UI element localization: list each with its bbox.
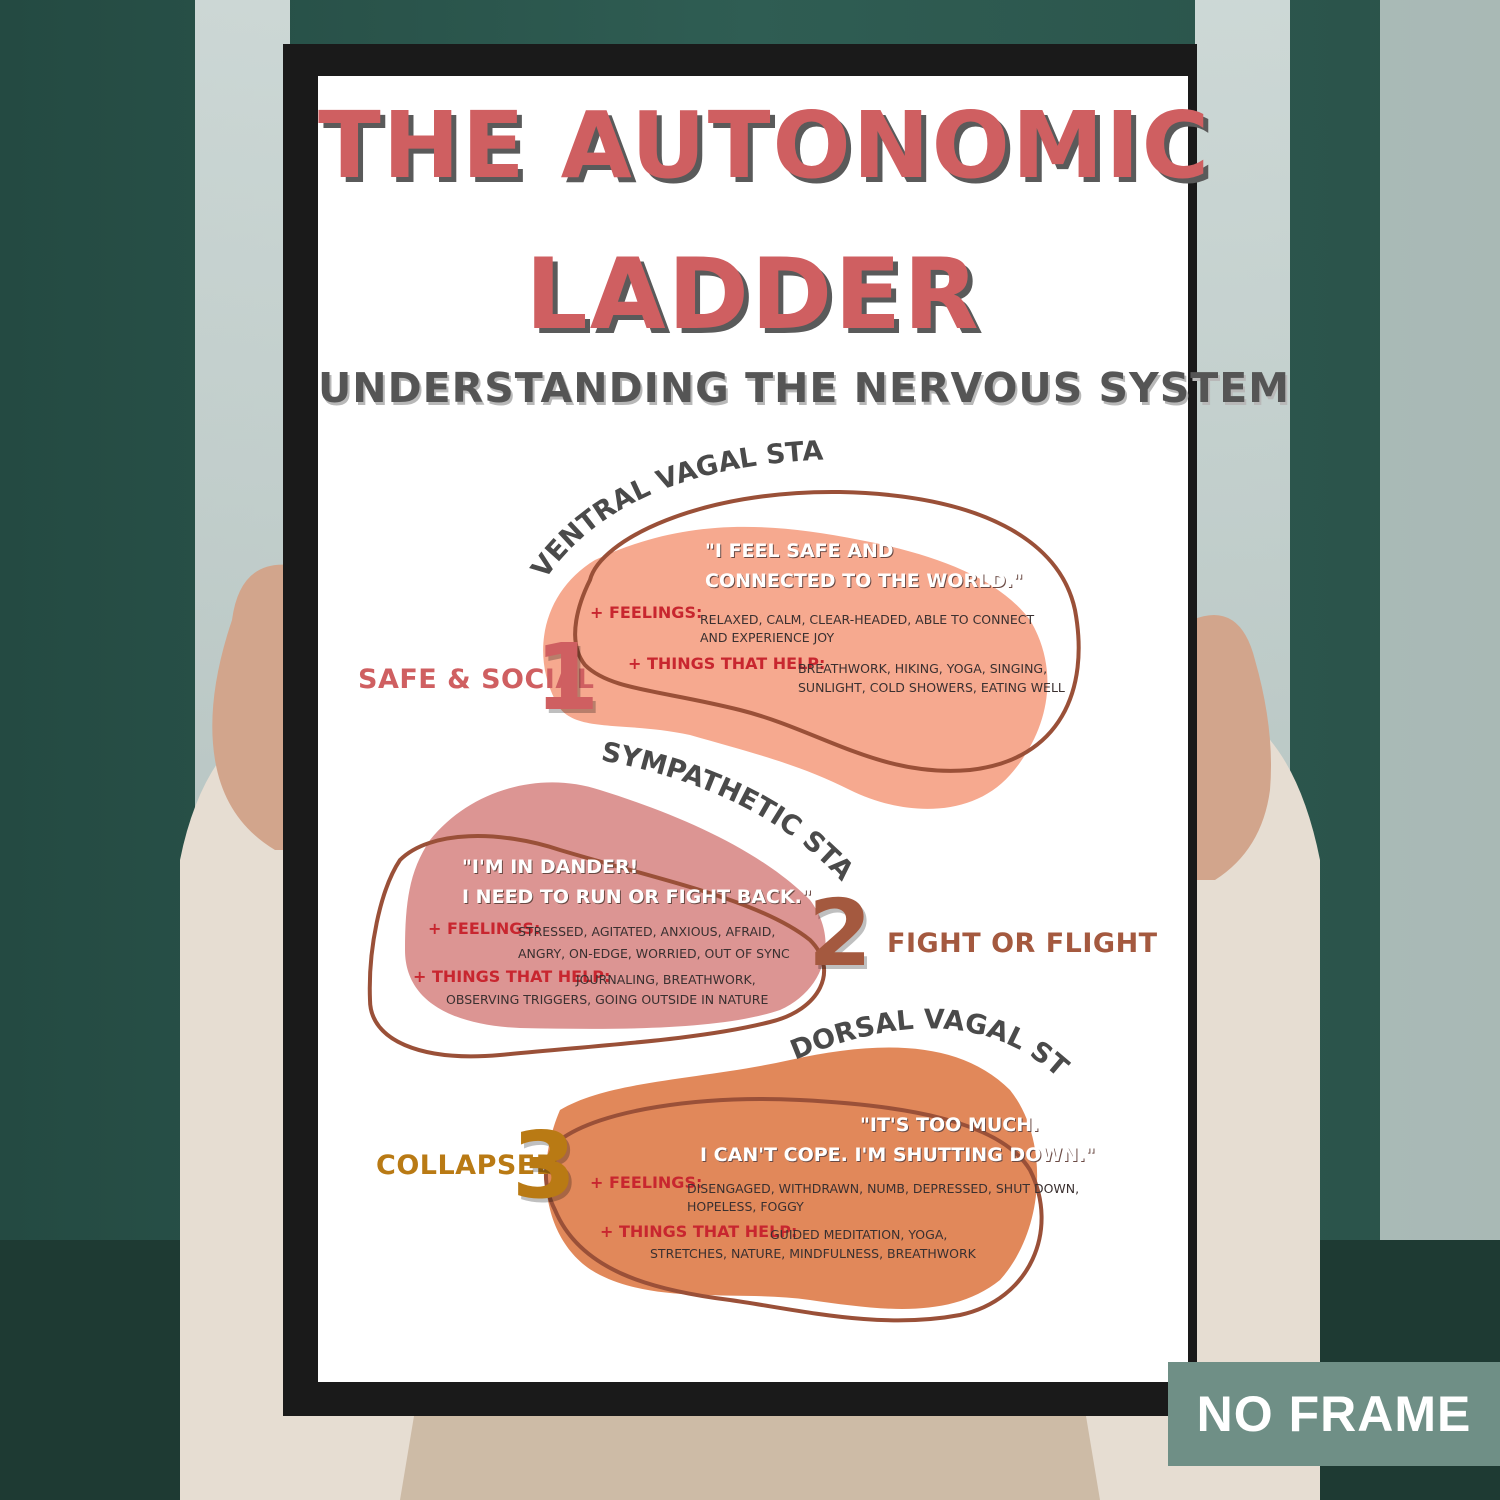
number-3: 3 (512, 1112, 577, 1219)
poster-subtitle: UNDERSTANDING THE NERVOUS SYSTEM (318, 364, 1291, 412)
dorsal-quote-line2: I CAN'T COPE. I'M SHUTTING DOWN." (700, 1144, 1096, 1166)
dorsal-help-line2: STRETCHES, NATURE, MINDFULNESS, BREATHWO… (650, 1246, 976, 1261)
left-hand (212, 564, 292, 850)
safe-social-label: SAFE & SOCIAL (358, 664, 595, 695)
far-right-light (1380, 0, 1500, 1360)
ventral-feelings-line1: RELAXED, CALM, CLEAR-HEADED, ABLE TO CON… (700, 612, 1035, 627)
sympathetic-outline (367, 834, 827, 1059)
ventral-help-label: + THINGS THAT HELP: (628, 654, 826, 673)
ventral-feelings-line2: AND EXPERIENCE JOY (700, 630, 835, 645)
no-frame-text: NO FRAME (1196, 1386, 1472, 1442)
sympathetic-help-line1: JOURNALING, BREATHWORK, (576, 972, 756, 987)
fight-flight-label: FIGHT OR FLIGHT (887, 928, 1158, 959)
ventral-quote-line1: "I FEEL SAFE AND (705, 540, 894, 562)
number-2: 2 (808, 880, 873, 987)
ventral-blob (543, 526, 1048, 809)
dorsal-help-line1: GUIDED MEDITATION, YOGA, (770, 1227, 948, 1242)
sympathetic-feelings-line2: ANGRY, ON-EDGE, WORRIED, OUT OF SYNC (518, 946, 790, 961)
ventral-quote-line2: CONNECTED TO THE WORLD." (705, 570, 1024, 592)
sympathetic-help-line2: OBSERVING TRIGGERS, GOING OUTSIDE IN NAT… (446, 992, 769, 1007)
sympathetic-feelings-label: + FEELINGS: (428, 919, 541, 938)
dorsal-outline (543, 1097, 1044, 1323)
poster-title-line2: LADDER (525, 238, 981, 352)
sympathetic-quote-line1: "I'M IN DANDER! (462, 856, 639, 878)
dorsal-feelings-line2: HOPELESS, FOGGY (687, 1199, 804, 1214)
sympathetic-blob (405, 782, 826, 1029)
collapsed-label: COLLAPSED (376, 1150, 559, 1181)
sympathetic-quote-line2: I NEED TO RUN OR FIGHT BACK." (462, 886, 812, 908)
no-frame-badge: NO FRAME (1168, 1362, 1500, 1466)
dorsal-feelings-label: + FEELINGS: (590, 1173, 703, 1192)
dorsal-help-label: + THINGS THAT HELP: (600, 1222, 798, 1241)
ventral-help-line1: BREATHWORK, HIKING, YOGA, SINGING, (798, 661, 1048, 676)
right-hand (1192, 615, 1271, 880)
ventral-outline (573, 489, 1081, 773)
poster-title-line1: THE AUTONOMIC (318, 92, 1212, 199)
ventral-help-line2: SUNLIGHT, COLD SHOWERS, EATING WELL (798, 680, 1065, 695)
dorsal-feelings-line1: DISENGAGED, WITHDRAWN, NUMB, DEPRESSED, … (687, 1181, 1080, 1196)
number-1: 1 (535, 624, 600, 731)
ventral-feelings-label: + FEELINGS: (590, 603, 703, 622)
sympathetic-feelings-line1: STRESSED, AGITATED, ANXIOUS, AFRAID, (518, 924, 776, 939)
sympathetic-help-label: + THINGS THAT HELP: (413, 967, 611, 986)
dorsal-quote-line1: "IT'S TOO MUCH. (860, 1114, 1040, 1136)
